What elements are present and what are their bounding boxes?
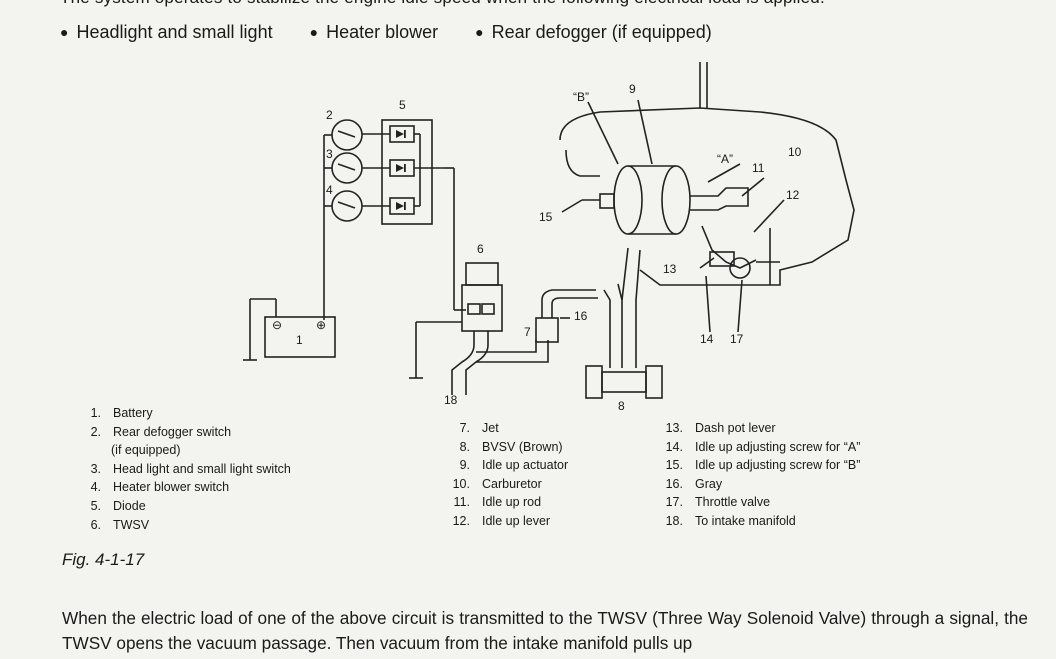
legend-item: 10.Carburetor [452, 476, 542, 491]
battery-plus: ⊕ [316, 318, 326, 332]
switch-3 [331, 152, 363, 184]
bullet-item: ●Heater blower [309, 22, 439, 42]
load-bullet-list: ●Headlight and small light ●Heater blowe… [60, 22, 744, 43]
label-8: 8 [618, 399, 625, 413]
legend-item: 13.Dash pot lever [665, 421, 776, 435]
twsv-body [461, 284, 503, 332]
legend-item: 4.Heater blower switch [90, 480, 230, 495]
battery-box [264, 316, 336, 358]
bvsv-left [585, 365, 603, 399]
label-15: 15 [539, 210, 553, 224]
body-paragraph: When the electric load of one of the abo… [62, 608, 1028, 653]
legend-item: 11.Idle up rod [453, 495, 542, 510]
legend-item: 14.Idle up adjusting screw for “A” [665, 439, 861, 454]
legend-item: 6.TWSV [90, 517, 150, 532]
throttle-valve [729, 257, 751, 279]
label-4: 4 [326, 183, 333, 197]
legend-item: 7.Jet [459, 421, 499, 435]
label-5: 5 [399, 98, 406, 112]
label-11: 11 [752, 161, 765, 175]
legend-item: 5.Diode [90, 498, 146, 513]
label-a: “A” [717, 152, 733, 166]
label-18: 18 [444, 393, 458, 407]
legend-item: 9.Idle up actuator [459, 458, 569, 473]
label-10: 10 [788, 145, 802, 159]
cut-off-text-line: The system operates to stabilize the eng… [60, 0, 825, 8]
idle-up-system-diagram: 2 3 4 5 1 ⊖ ⊕ 6 7 16 8 18 “B” 9 “A” 11 1… [243, 62, 855, 413]
switch-4 [331, 190, 363, 222]
legend-item: 18.To intake manifold [665, 513, 796, 528]
carburetor-outline [559, 107, 855, 286]
label-13: 13 [663, 262, 677, 276]
legend-item: 15.Idle up adjusting screw for “B” [665, 458, 861, 473]
diode-box [381, 119, 433, 225]
switch-2 [331, 119, 363, 151]
jet [535, 317, 559, 343]
label-12: 12 [786, 188, 800, 202]
legend-column-2: 7.Jet 8.BVSV (Brown) 9.Idle up actuator … [436, 419, 569, 531]
bullet-icon: ● [475, 24, 484, 40]
figure-caption: Fig. 4-1-17 [62, 550, 145, 569]
battery-minus: ⊖ [272, 318, 282, 332]
idle-up-rod [690, 187, 749, 211]
label-2: 2 [326, 108, 333, 122]
legend-item: 3.Head light and small light switch [90, 461, 291, 476]
label-1: 1 [296, 333, 303, 347]
legend-item: 1.Battery [90, 406, 153, 420]
bullet-icon: ● [60, 24, 69, 40]
legend-item: 12.Idle up lever [452, 513, 551, 528]
bullet-item: ●Rear defogger (if equipped) [475, 22, 712, 42]
legend-item: 17.Throttle valve [665, 495, 771, 510]
legend-item: 16.Gray [665, 476, 723, 491]
legend-column-3: 13.Dash pot lever 14.Idle up adjusting s… [655, 419, 861, 531]
label-3: 3 [326, 147, 333, 161]
label-7: 7 [524, 325, 531, 339]
label-16: 16 [574, 309, 588, 323]
dash-pot-lever [701, 225, 757, 269]
twsv-coil [465, 262, 499, 286]
label-6: 6 [477, 242, 484, 256]
label-14: 14 [700, 332, 714, 346]
bvsv-body [601, 371, 647, 393]
label-b: “B” [573, 90, 589, 104]
bullet-item: ●Headlight and small light [60, 22, 273, 42]
legend-column-1: 1.Battery 2.Rear defogger switch (if equ… [78, 404, 291, 534]
label-9: 9 [629, 82, 636, 96]
bullet-icon: ● [309, 24, 319, 40]
label-17: 17 [730, 332, 744, 346]
legend-item: 2.Rear defogger switch [90, 424, 232, 439]
legend-item: 8.BVSV (Brown) [459, 439, 563, 454]
bvsv-right [645, 365, 663, 399]
legend-item-continuation: (if equipped) [111, 443, 181, 458]
idle-up-actuator-front [613, 165, 643, 235]
